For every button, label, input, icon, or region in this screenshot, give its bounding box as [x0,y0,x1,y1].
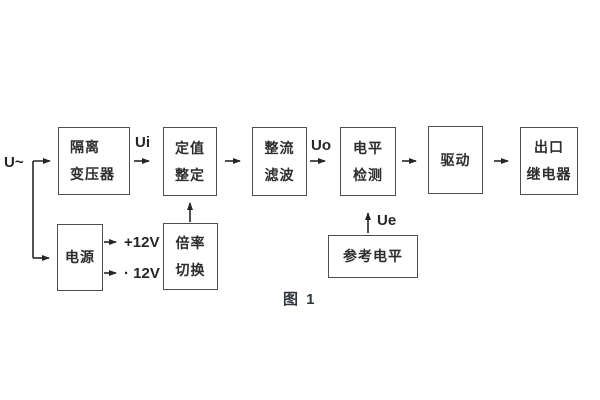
block-rectify-filter: 整流 滤波 [252,127,307,196]
block-label: 整流 [264,139,295,156]
block-label: 变压器 [70,166,115,182]
label-ue: Ue [377,212,397,229]
label-rail-minus12v: · 12V [124,265,160,282]
figure-caption: 图 1 [283,291,317,308]
block-level-detect: 电平 检测 [340,127,396,196]
label-input-voltage: U~ [4,154,24,171]
block-label: 定值 [175,139,205,156]
block-output-relay: 出口 继电器 [520,127,578,195]
block-label: 驱动 [440,151,471,168]
block-label: 电平 [353,139,383,156]
block-label: 电源 [65,249,95,265]
block-drive: 驱动 [428,126,483,194]
block-label: 参考电平 [343,248,403,264]
label-uo: Uo [311,137,331,154]
block-label: 整定 [175,166,205,183]
block-label: 滤波 [264,166,295,183]
block-label: 切换 [175,261,206,278]
block-value-setting: 定值 整定 [163,127,217,196]
block-power-supply: 电源 [57,224,103,291]
label-ui: Ui [135,134,150,151]
block-label: 倍率 [175,234,206,251]
block-label: 检测 [353,166,383,183]
block-isolation-transformer: 隔离 变压器 [58,127,130,195]
label-rail-plus12v: +12V [124,234,160,251]
block-label: 出口 [534,139,564,155]
block-label: 隔离 [70,139,100,155]
block-ratio-switch: 倍率 切换 [163,223,218,290]
block-label: 继电器 [526,166,572,182]
block-reference-level: 参考电平 [328,235,418,278]
